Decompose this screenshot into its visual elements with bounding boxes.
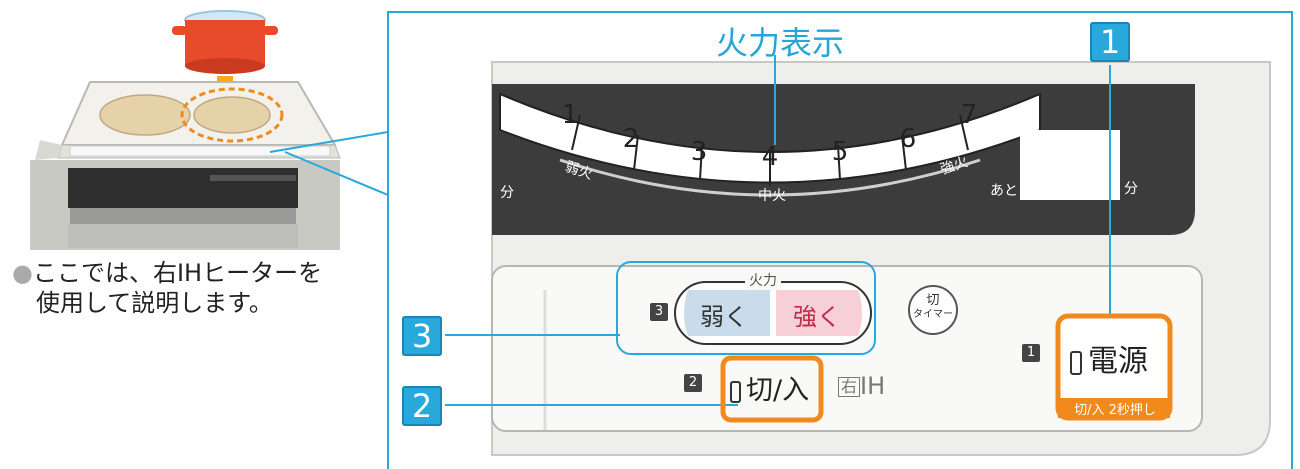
on-off-label: 切/入 (746, 375, 810, 406)
left-minute-unit: 分 (500, 185, 514, 201)
badge-3: 3 (650, 303, 668, 321)
dial-level-1: 1 (561, 100, 579, 130)
heat-display-title: 火力表示 (715, 24, 844, 62)
bullet-icon: ● (12, 259, 33, 287)
callout-1: 1 (1090, 22, 1130, 62)
badge-2: 2 (684, 374, 702, 392)
right-minute-unit: 分 (1124, 181, 1138, 197)
ih-label: IH (860, 372, 886, 400)
cooktop-illustration (30, 10, 341, 250)
dial-level-2: 2 (622, 124, 640, 154)
pot-icon (172, 10, 278, 74)
heat-group-label: 火力 (745, 270, 781, 290)
caption-line-1: ここでは、右IHヒーターを (32, 259, 323, 287)
caption: ●ここでは、右IHヒーターを 使用して説明します。 (12, 258, 392, 318)
dial-level-6: 6 (899, 124, 917, 154)
dial-level-3: 3 (690, 137, 708, 167)
callout-2: 2 (402, 386, 442, 426)
timer-button[interactable]: 切 タイマー (913, 294, 953, 322)
medium-heat-label: 中火 (758, 188, 786, 204)
power-label: 電源 (1088, 344, 1148, 379)
power-button[interactable]: 電源 (1070, 336, 1148, 380)
dial-level-7: 7 (960, 100, 978, 130)
weaker-button[interactable]: 弱く (700, 303, 748, 331)
timer-top-label: 切 (926, 293, 940, 308)
right-icon: 右 (838, 377, 861, 397)
lamp-icon (730, 380, 741, 403)
caption-line-2: 使用して説明します。 (36, 289, 273, 317)
dial-level-5: 5 (831, 137, 849, 167)
stronger-button[interactable]: 強く (793, 303, 841, 331)
callout-3: 3 (402, 316, 442, 356)
dial-level-4: 4 (761, 142, 779, 172)
timer-bottom-label: タイマー (913, 309, 953, 320)
on-off-button[interactable]: 切/入 (730, 368, 809, 407)
remaining-label: あと (990, 183, 1018, 199)
badge-1: 1 (1022, 344, 1040, 362)
lamp-icon (1070, 350, 1082, 375)
power-sub-label: 切/入 2秒押し (1074, 403, 1156, 418)
